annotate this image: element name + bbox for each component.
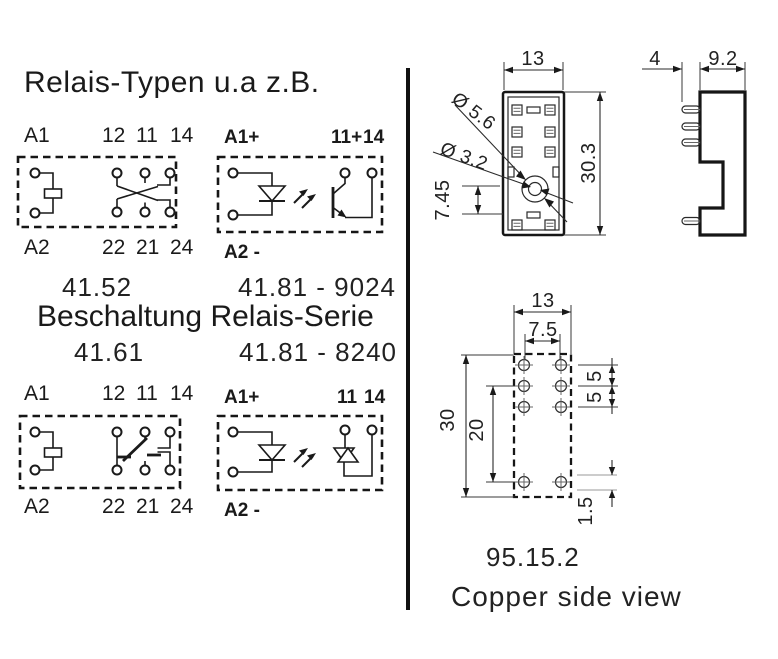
dim-pitch-y-label: 20 xyxy=(466,418,488,441)
terminal-label-a1plus: A1+ xyxy=(224,387,260,408)
relay-4152-schematic xyxy=(16,155,178,229)
vertical-divider xyxy=(406,68,410,610)
terminal-label-14: 14 xyxy=(364,387,386,408)
led-symbol xyxy=(257,185,287,203)
terminal-label-14: 14 xyxy=(170,382,194,405)
terminal-label-a1: A1 xyxy=(24,382,50,405)
coil-symbol xyxy=(43,188,63,199)
dim-row-gap-top-label: 5 xyxy=(584,370,606,382)
terminal-label-21: 21 xyxy=(136,495,160,518)
terminal-label-21: 21 xyxy=(136,236,160,259)
terminal-label-14: 14 xyxy=(170,124,194,147)
copper-side-view-caption: Copper side view xyxy=(451,581,682,612)
dim-height-label: 30.3 xyxy=(578,143,600,184)
center-hole-inner xyxy=(527,181,543,197)
terminal-label-a1: A1 xyxy=(24,124,50,147)
terminal-label-12: 12 xyxy=(102,382,126,405)
drill-holes xyxy=(515,356,570,491)
dim-outer-hole-label: Ø 5.6 xyxy=(447,88,499,134)
triac-symbol xyxy=(336,446,360,463)
dim-depth-label: 9.2 xyxy=(708,48,737,70)
socket-top-view-drawing: 13 xyxy=(432,48,606,237)
dim-offset-label: 7.45 xyxy=(432,180,454,221)
emitter-arrow xyxy=(337,209,347,218)
relay-4161-schematic xyxy=(18,414,182,490)
led-symbol xyxy=(257,444,287,462)
page-title: Relais-Typen u.a z.B. xyxy=(24,66,320,99)
ssr-8240-schematic xyxy=(216,414,384,492)
dim-pin-length-label: 4 xyxy=(649,48,661,70)
model-4181-8240: 41.81 - 8240 xyxy=(239,337,398,367)
copper-side-view-drawing: 13 7.5 30 20 xyxy=(437,290,618,526)
socket-model: 95.15.2 xyxy=(486,542,580,572)
coil-symbol xyxy=(43,447,63,458)
terminal-label-a2minus: A2 - xyxy=(224,242,260,263)
terminal-label-a2minus: A2 - xyxy=(224,500,260,521)
dim-inner-hole-label: Ø 3.2 xyxy=(437,139,490,175)
socket-pins xyxy=(681,105,701,226)
terminal-label-11: 11 xyxy=(337,387,358,408)
dim-height-label: 30 xyxy=(437,408,459,431)
dim-width-label: 13 xyxy=(531,290,554,312)
contact-blade xyxy=(122,436,148,463)
terminal-label-24: 24 xyxy=(170,236,194,259)
dim-pitch-x-label: 7.5 xyxy=(528,319,557,341)
pin-holes xyxy=(511,104,556,231)
terminal-label-24: 24 xyxy=(170,495,194,518)
contact-blade xyxy=(116,185,159,200)
section-heading: Beschaltung Relais-Serie xyxy=(37,300,374,333)
terminal-label-11plus: 11+ xyxy=(331,127,363,148)
model-4181-9024: 41.81 - 9024 xyxy=(238,272,397,302)
terminal-label-11: 11 xyxy=(136,124,158,147)
terminal-label-12: 12 xyxy=(102,124,126,147)
dim-hole-dia-label: 1.5 xyxy=(575,496,597,525)
ssr-9024-schematic xyxy=(216,155,384,234)
terminal-label-a2: A2 xyxy=(24,236,50,259)
dim-width-label: 13 xyxy=(521,48,544,70)
terminal-label-14: 14 xyxy=(363,127,385,148)
terminal-label-a2: A2 xyxy=(24,495,50,518)
terminal-label-11: 11 xyxy=(136,382,158,405)
model-4161: 41.61 xyxy=(74,337,145,367)
terminal-label-22: 22 xyxy=(102,495,126,518)
terminal-label-a1plus: A1+ xyxy=(224,127,260,148)
dim-row-gap-bottom-label: 5 xyxy=(584,391,606,403)
socket-side-view-drawing: 4 9.2 xyxy=(642,48,747,237)
terminal-label-22: 22 xyxy=(102,236,126,259)
model-4152: 41.52 xyxy=(62,272,133,302)
